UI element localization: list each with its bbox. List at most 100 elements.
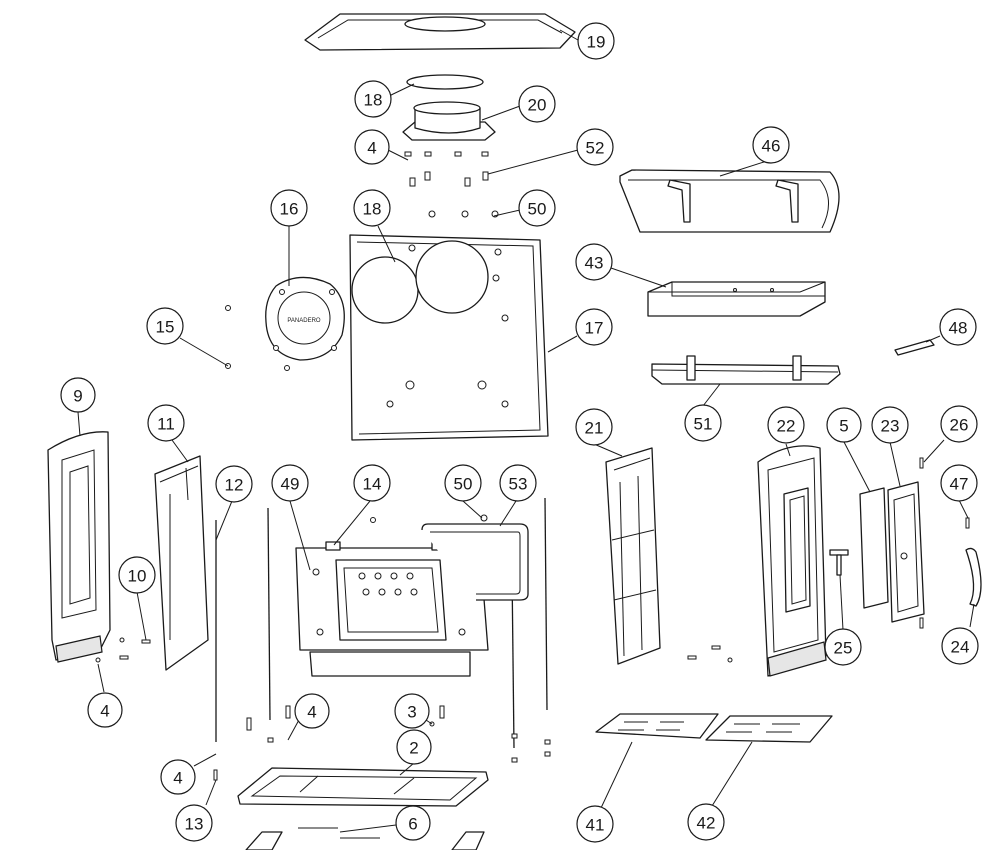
callout-24: 24 bbox=[941, 627, 979, 665]
callout-50-top-label: 50 bbox=[528, 200, 547, 219]
callout-14-label: 14 bbox=[363, 475, 382, 494]
callout-25: 25 bbox=[824, 628, 862, 666]
callout-3: 3 bbox=[394, 693, 430, 729]
callout-16: 16 bbox=[270, 189, 308, 227]
callout-18-mid: 18 bbox=[353, 189, 391, 227]
callout-18-mid-label: 18 bbox=[363, 200, 382, 219]
callout-4-left-label: 4 bbox=[100, 702, 109, 721]
callout-41-label: 41 bbox=[586, 816, 605, 835]
callout-4-top-label: 4 bbox=[367, 139, 376, 158]
callout-48: 48 bbox=[939, 308, 977, 346]
screw-47-part bbox=[965, 517, 970, 529]
callout-43: 43 bbox=[575, 243, 613, 281]
callout-53-label: 53 bbox=[509, 475, 528, 494]
screws-21 bbox=[687, 645, 733, 663]
callout-6-label: 6 bbox=[408, 815, 417, 834]
back-panel-part bbox=[349, 234, 549, 441]
callout-47: 47 bbox=[940, 464, 978, 502]
flue-collar-part bbox=[402, 101, 496, 141]
top-lid-part bbox=[304, 13, 576, 51]
callout-19-label: 19 bbox=[587, 33, 606, 52]
callout-51: 51 bbox=[684, 404, 722, 442]
leader-lines bbox=[77, 29, 975, 833]
callout-13-label: 13 bbox=[185, 815, 204, 834]
callout-24-label: 24 bbox=[951, 638, 970, 657]
callout-12-label: 12 bbox=[225, 476, 244, 495]
callout-46: 46 bbox=[752, 126, 790, 164]
callout-20: 20 bbox=[518, 85, 556, 123]
gasket-ring-part bbox=[406, 74, 484, 90]
screw-47b-part bbox=[919, 617, 924, 629]
top-screws bbox=[404, 151, 499, 218]
callout-9: 9 bbox=[60, 377, 96, 413]
callout-11: 11 bbox=[147, 404, 185, 442]
callout-43-label: 43 bbox=[585, 254, 604, 273]
screws-10 bbox=[119, 637, 151, 660]
callout-17: 17 bbox=[575, 308, 613, 346]
callout-18-top: 18 bbox=[354, 80, 392, 118]
callout-4-center: 4 bbox=[294, 693, 330, 729]
handle-tool-part bbox=[894, 339, 935, 356]
callout-52: 52 bbox=[576, 128, 614, 166]
callout-21-label: 21 bbox=[585, 419, 604, 438]
left-side-panel-part bbox=[47, 431, 111, 663]
callout-11-label: 11 bbox=[157, 415, 175, 434]
callout-3-label: 3 bbox=[407, 703, 416, 722]
callout-12: 12 bbox=[215, 465, 253, 503]
bottom-brackets-part bbox=[245, 827, 485, 850]
callout-25-label: 25 bbox=[834, 639, 853, 658]
callout-48-label: 48 bbox=[949, 319, 968, 338]
callout-22-label: 22 bbox=[777, 417, 796, 436]
callout-4-top: 4 bbox=[354, 129, 390, 165]
callout-4-left: 4 bbox=[87, 692, 123, 728]
callout-5: 5 bbox=[826, 407, 862, 443]
air-tube-part bbox=[421, 514, 529, 601]
callout-17-label: 17 bbox=[585, 319, 604, 338]
base-frame-part bbox=[237, 767, 489, 807]
callout-15-label: 15 bbox=[156, 318, 175, 337]
callout-21: 21 bbox=[575, 408, 613, 446]
callout-2-label: 2 bbox=[409, 739, 418, 758]
callout-51-label: 51 bbox=[694, 415, 713, 434]
callout-50-mid-label: 50 bbox=[454, 475, 473, 494]
callout-2: 2 bbox=[396, 729, 432, 765]
grate-right-part bbox=[705, 715, 833, 743]
door-handle-part bbox=[965, 547, 982, 607]
callout-14: 14 bbox=[353, 464, 391, 502]
callout-20-label: 20 bbox=[528, 96, 547, 115]
screw-15a bbox=[225, 305, 231, 311]
callout-42: 42 bbox=[687, 803, 725, 841]
callout-22: 22 bbox=[767, 406, 805, 444]
callout-26: 26 bbox=[940, 405, 978, 443]
callout-13: 13 bbox=[175, 804, 213, 842]
callout-41: 41 bbox=[576, 805, 614, 843]
callout-19: 19 bbox=[577, 22, 615, 60]
glass-panel-part bbox=[859, 487, 889, 609]
callout-52-label: 52 bbox=[586, 139, 605, 158]
callout-4-bottom-label: 4 bbox=[173, 769, 182, 788]
callout-10-label: 10 bbox=[128, 567, 147, 586]
callout-23: 23 bbox=[871, 406, 909, 444]
plate-marking-text: PANADERO bbox=[287, 318, 321, 324]
callout-18-top-label: 18 bbox=[364, 91, 383, 110]
firebrick-liner-part bbox=[605, 447, 661, 665]
callout-9-label: 9 bbox=[73, 387, 82, 406]
callout-23-label: 23 bbox=[881, 417, 900, 436]
callout-50-top: 50 bbox=[518, 189, 556, 227]
callout-16-label: 16 bbox=[280, 200, 299, 219]
callout-5-label: 5 bbox=[839, 417, 848, 436]
lower-screws bbox=[213, 705, 551, 781]
callout-49: 49 bbox=[271, 464, 309, 502]
callout-15: 15 bbox=[146, 307, 184, 345]
t-bolt-part bbox=[829, 549, 849, 576]
grate-left-part bbox=[595, 713, 719, 739]
side-liner-part bbox=[154, 455, 209, 671]
callout-4-bottom: 4 bbox=[160, 759, 196, 795]
callout-42-label: 42 bbox=[697, 814, 716, 833]
callout-53: 53 bbox=[499, 464, 537, 502]
callout-47-label: 47 bbox=[950, 475, 969, 494]
callout-4-center-label: 4 bbox=[307, 703, 316, 722]
baffle-tray-part bbox=[647, 281, 826, 317]
callout-49-label: 49 bbox=[281, 475, 300, 494]
